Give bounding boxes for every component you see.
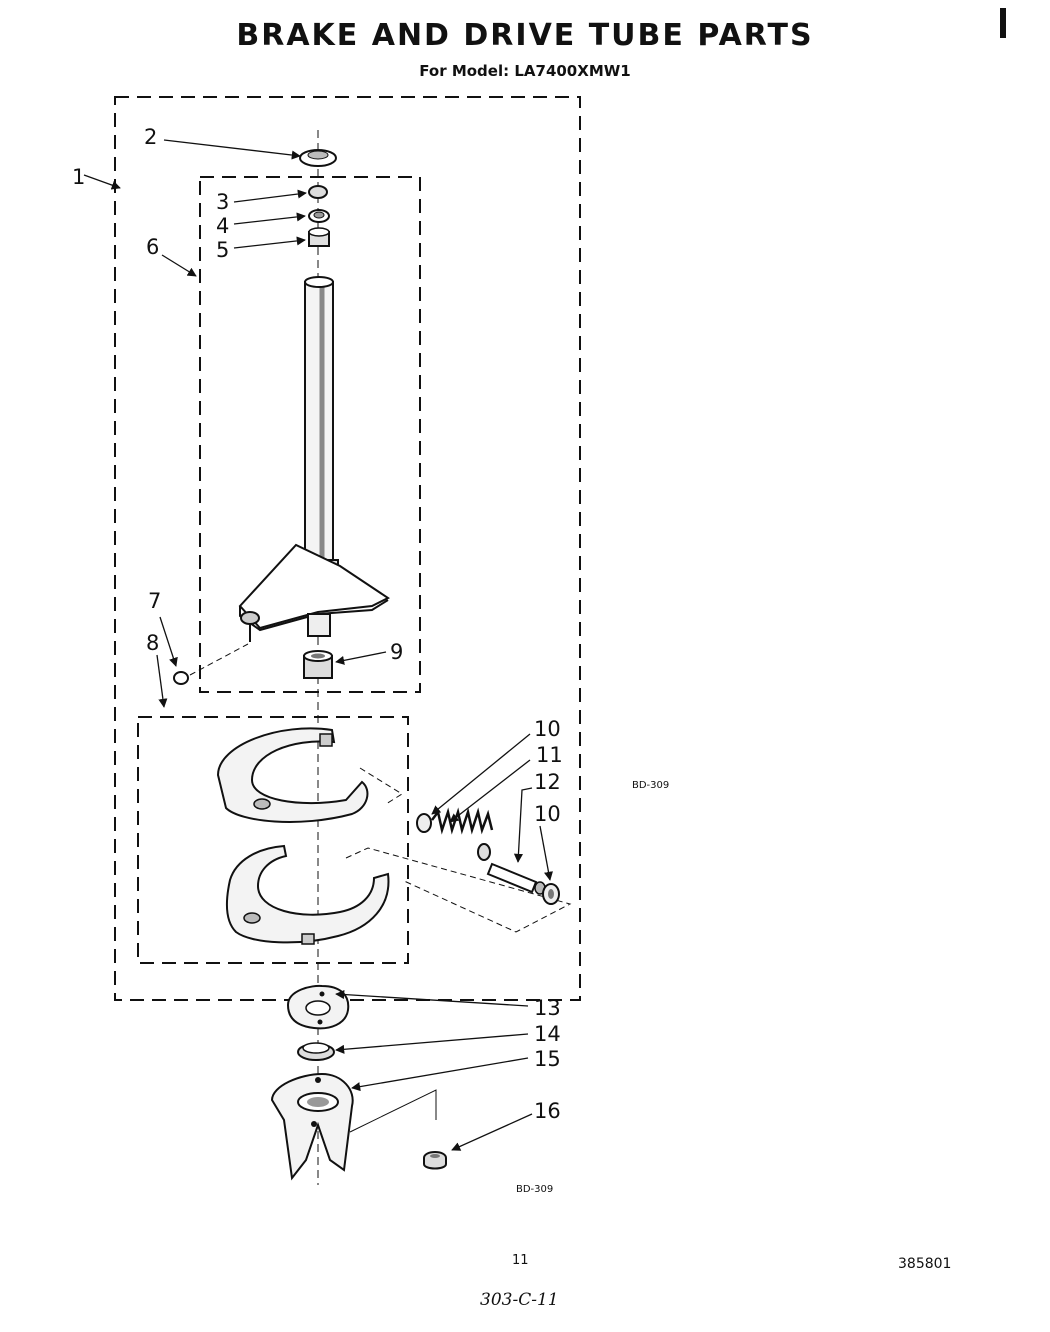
cap-part-3 (308, 185, 328, 199)
page-number: 11 (512, 1253, 529, 1268)
spring-assembly-guide-lines (345, 767, 572, 933)
clip-guide-line (349, 1089, 437, 1133)
spring-part-11 (431, 807, 494, 861)
handwritten-note: 303-C-11 (480, 1290, 559, 1310)
callout-3: 3 (216, 190, 229, 214)
callout-11: 11 (536, 743, 563, 767)
lower-housing-part-15 (270, 1072, 354, 1181)
ring-part-4 (308, 209, 330, 223)
drive-tube (299, 276, 339, 587)
drive-tube-base-plate (238, 543, 390, 642)
bushing-part-5 (308, 227, 330, 247)
callout-9: 9 (390, 640, 403, 664)
corner-registration-mark (1000, 8, 1006, 38)
model-subtitle: For Model: LA7400XMW1 (419, 62, 631, 80)
callout-16: 16 (534, 1099, 561, 1123)
brake-shoe-assembly-outline-8 (137, 716, 409, 964)
ring-part-14 (297, 1042, 335, 1061)
callout-12: 12 (534, 770, 561, 794)
callout-2: 2 (144, 125, 157, 149)
callout-6: 6 (146, 235, 159, 259)
bushing-part-9 (303, 650, 333, 679)
retainer-plate-part-13 (286, 984, 350, 1030)
drive-tube-assembly-outline-6 (199, 176, 421, 693)
callout-7: 7 (148, 589, 161, 613)
callout-1: 1 (72, 165, 85, 189)
clip-part-7 (173, 643, 249, 685)
upper-brake-shoe (216, 727, 369, 823)
pin-part-12 (486, 862, 546, 895)
page-title: BRAKE AND DRIVE TUBE PARTS (236, 18, 814, 53)
diagram-code-inner: BD-309 (516, 1184, 553, 1195)
document-number: 385801 (898, 1256, 952, 1272)
callout-4: 4 (216, 214, 229, 238)
callout-5: 5 (216, 238, 229, 262)
leader-lines (83, 139, 553, 1151)
callout-10-lower: 10 (534, 802, 561, 826)
callout-8: 8 (146, 631, 159, 655)
cup-washer-part-10-upper (416, 813, 432, 833)
seal-part-2 (299, 149, 337, 167)
callout-13: 13 (534, 996, 561, 1020)
callout-14: 14 (534, 1022, 561, 1046)
assembly-outline-1 (114, 96, 581, 1001)
cup-washer-part-10-lower (542, 883, 560, 905)
callout-15: 15 (534, 1047, 561, 1071)
callout-10-upper: 10 (534, 717, 561, 741)
clip-part-16 (423, 1151, 447, 1170)
diagram-code-outer: BD-309 (632, 780, 670, 791)
lower-brake-shoe (225, 844, 390, 945)
